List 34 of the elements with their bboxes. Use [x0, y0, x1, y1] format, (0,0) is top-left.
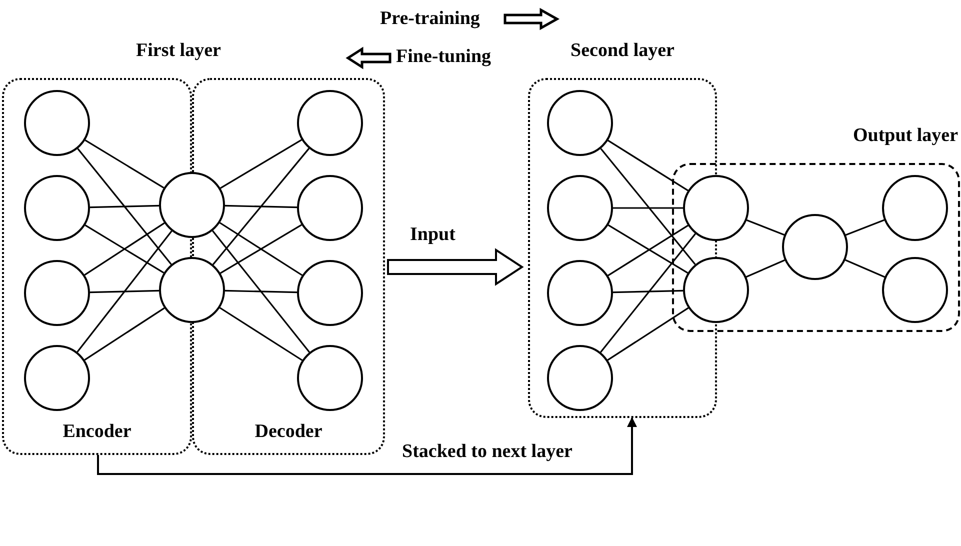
arrow — [97, 417, 637, 475]
neuron-circle — [159, 257, 225, 323]
neuron-circle — [159, 172, 225, 238]
connection-line — [220, 139, 302, 189]
edge-label: Stacked to next layer — [400, 441, 574, 463]
layer-title: Encoder — [62, 421, 132, 443]
block-arrow — [387, 248, 524, 286]
connection-line — [607, 307, 689, 361]
connection-line — [224, 204, 298, 208]
connection-line — [612, 290, 684, 294]
connection-line — [845, 219, 885, 236]
connection-line — [613, 207, 683, 209]
connection-line — [90, 290, 160, 294]
connection-line — [212, 230, 310, 353]
connection-line — [90, 204, 160, 208]
connection-line — [600, 233, 696, 353]
connection-line — [845, 259, 885, 278]
connection-line — [746, 219, 785, 236]
connection-line — [219, 307, 303, 361]
connection-line — [77, 148, 172, 265]
connection-line — [212, 148, 310, 266]
layer-title: Second layer — [570, 40, 676, 62]
connection-line — [746, 259, 786, 278]
connection-line — [76, 230, 172, 352]
connection-line — [84, 139, 164, 189]
connection-line — [224, 290, 298, 294]
layer-title: Output layer — [852, 125, 958, 147]
connection-line — [84, 307, 165, 361]
text-label: Pre-training — [380, 8, 480, 30]
text-label: First layer — [136, 40, 221, 62]
text-label: Fine-tuning — [396, 46, 492, 68]
connection-line — [608, 140, 688, 192]
connection-line — [600, 148, 696, 265]
layer-title: Decoder — [254, 421, 324, 443]
